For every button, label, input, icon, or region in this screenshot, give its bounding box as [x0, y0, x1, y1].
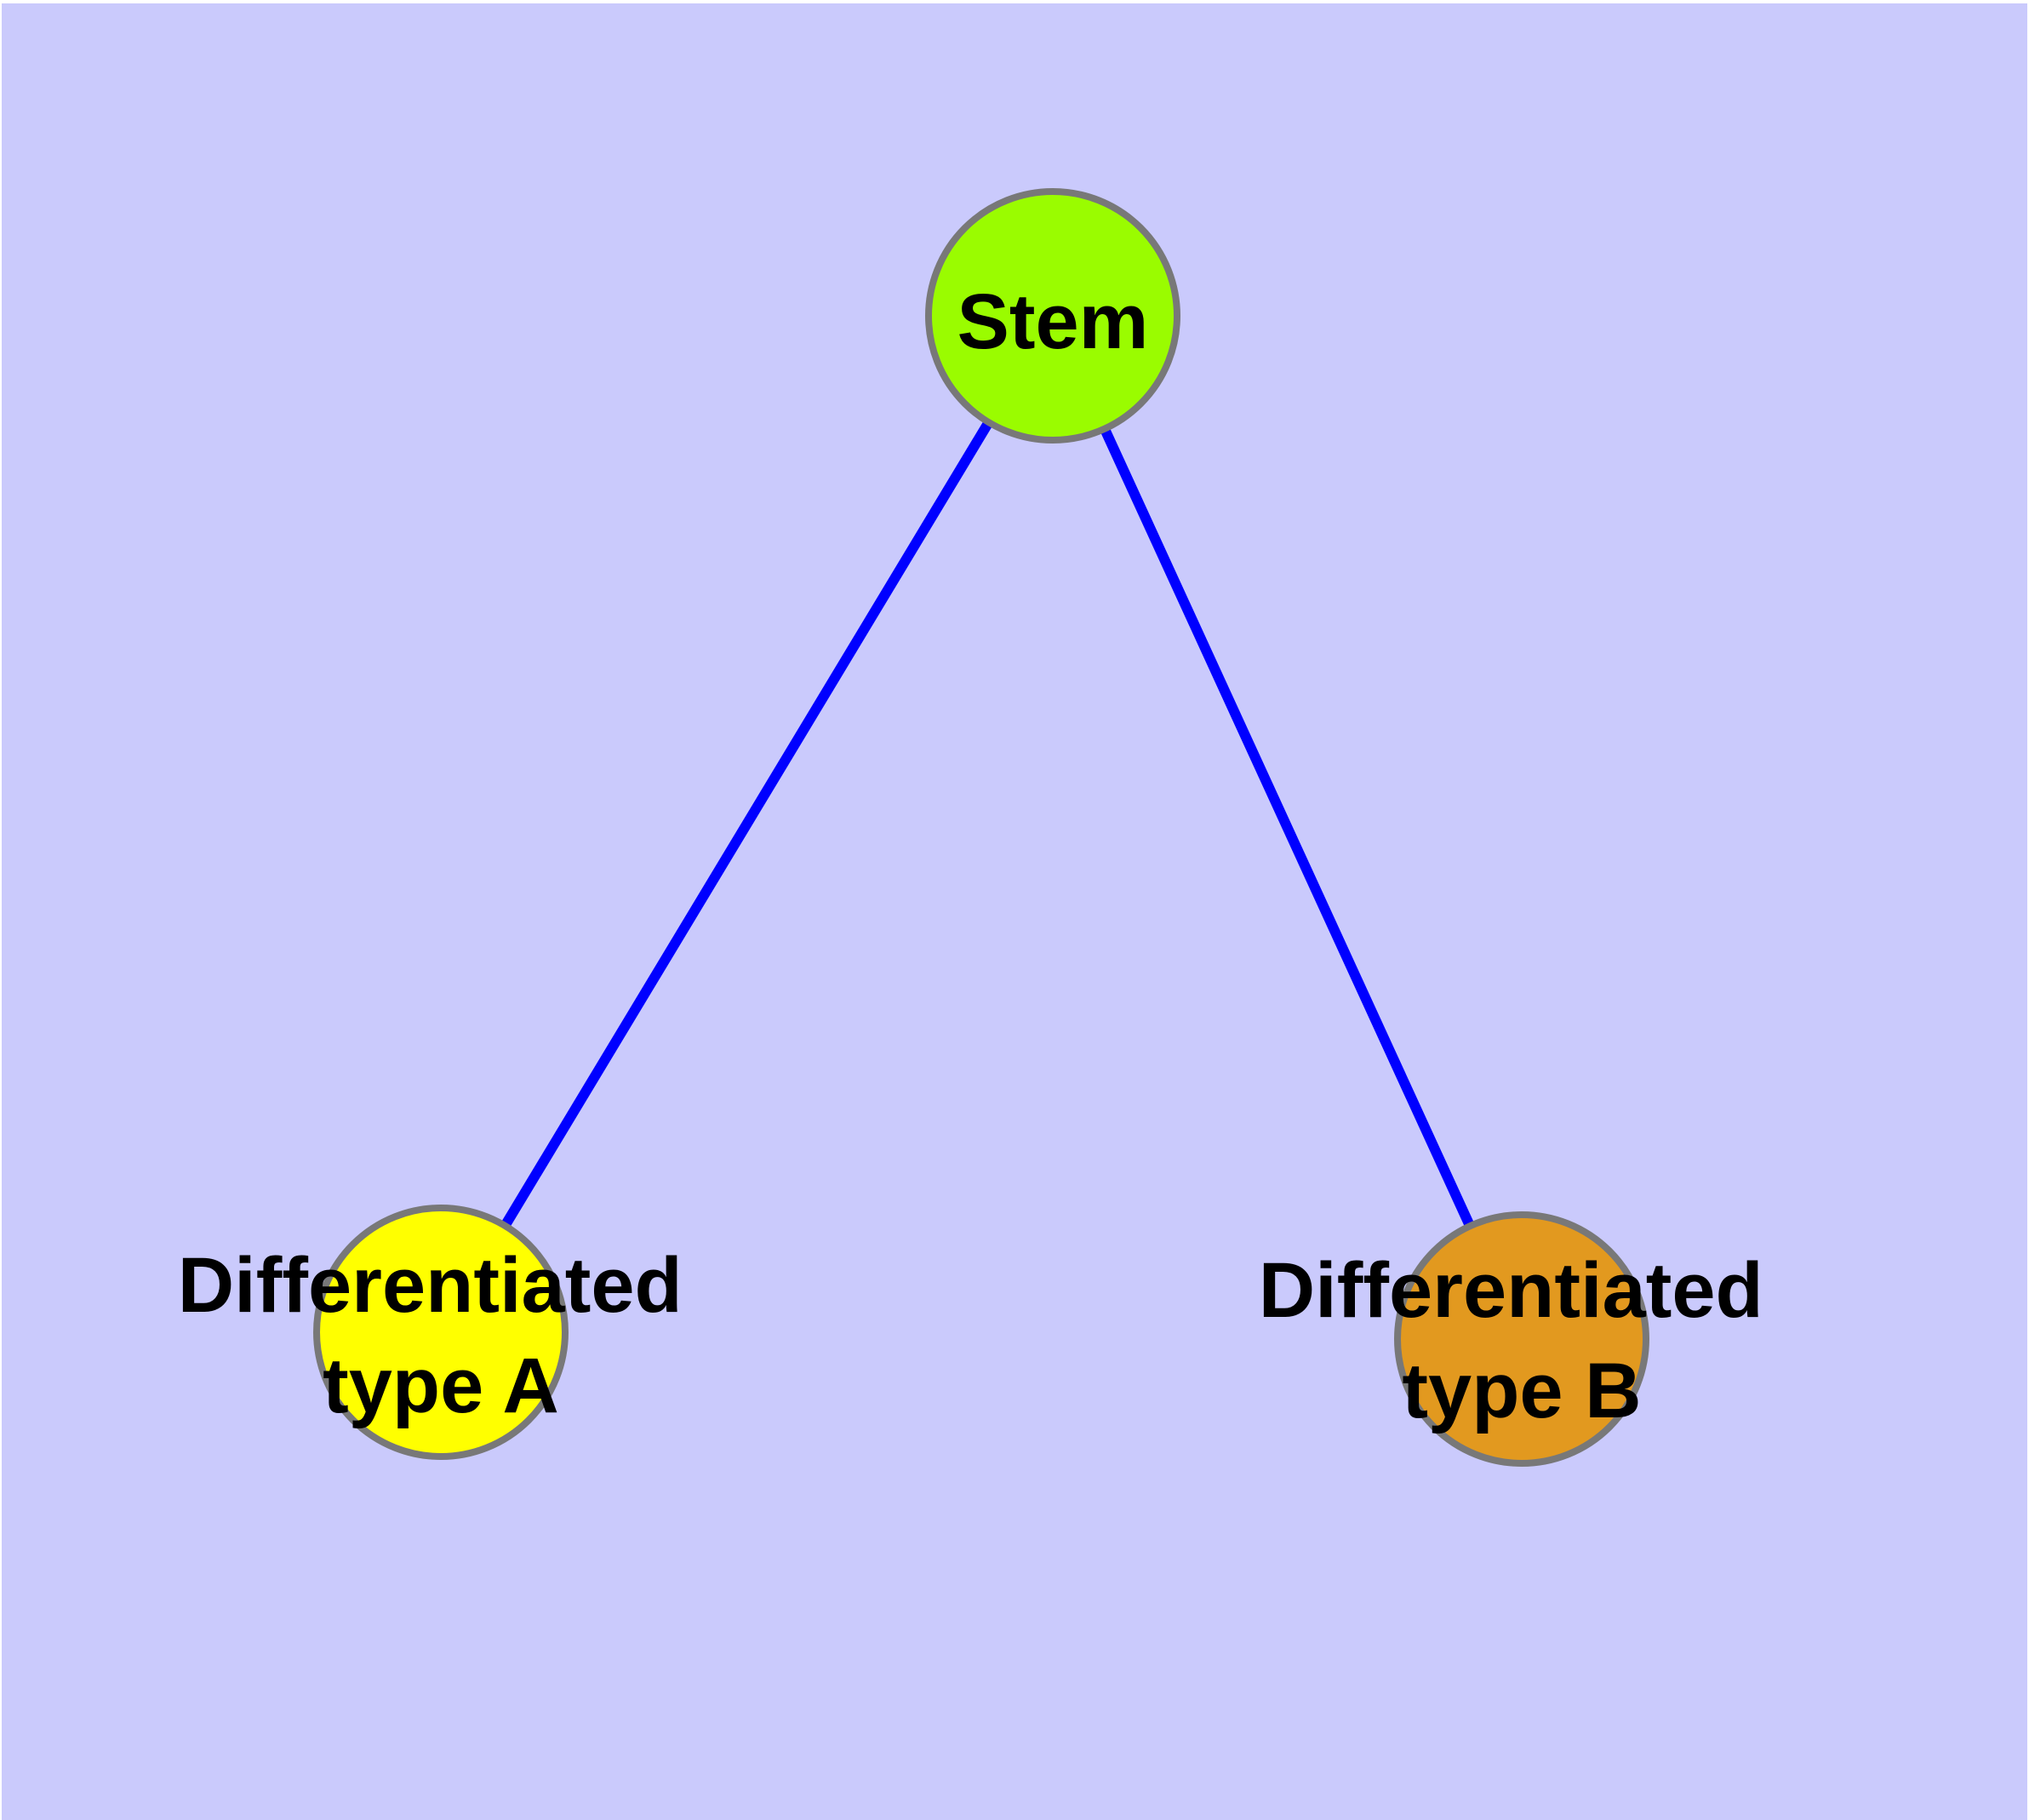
node-differentiated-type-b — [1394, 1211, 1649, 1467]
node-stem-label-line1: Stem — [957, 278, 1149, 365]
edge-stem-to-type-a — [436, 312, 1058, 1336]
graph-svg: Stem Differentiated type A Differentiate… — [2, 3, 2027, 1820]
node-type-b-label-line2: type B — [1402, 1348, 1641, 1434]
node-differentiated-type-a — [313, 1205, 569, 1460]
node-type-a-label: Differentiated type A — [178, 1216, 705, 1429]
node-type-b-label-line1: Differentiated — [1259, 1247, 1763, 1334]
graph-canvas: Stem Differentiated type A Differentiate… — [2, 3, 2027, 1820]
node-type-a-label-line2: type A — [323, 1342, 559, 1429]
node-type-a-label-line1: Differentiated — [178, 1242, 683, 1329]
node-stem-label: Stem — [957, 278, 1149, 365]
edge-stem-to-type-b — [1048, 313, 1527, 1342]
node-type-b-label: Differentiated type B — [1259, 1221, 1786, 1434]
node-stem — [925, 188, 1180, 444]
